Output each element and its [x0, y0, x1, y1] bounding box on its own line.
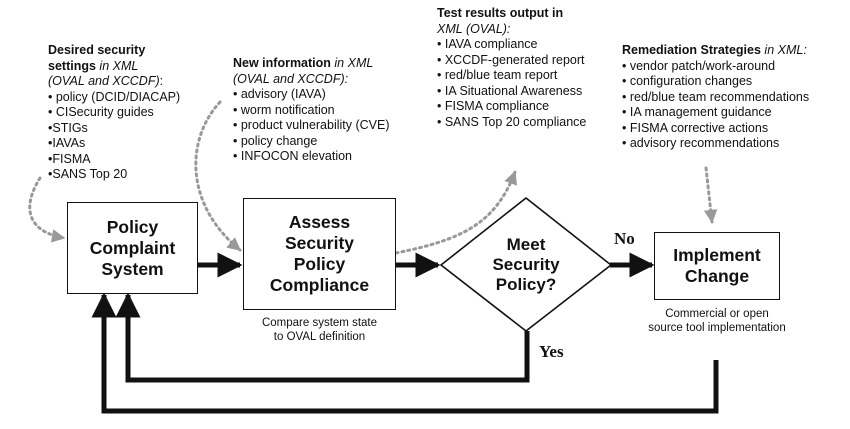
desired-items-list: • policy (DCID/DIACAP)• CISecurity guide…	[48, 90, 180, 183]
desired-settings-panel: Desired security settings in XML (OVAL a…	[48, 43, 180, 183]
testresults-title-line2: XML (OVAL):	[437, 21, 511, 36]
implement-caption-line1: Commercial or open	[665, 308, 769, 320]
meet-line2: Security	[492, 255, 560, 274]
implement-node-line1: Implement	[673, 245, 761, 265]
remediation-item: • IA management guidance	[622, 105, 772, 119]
newinfo-to-assess-arrow	[194, 100, 242, 252]
policy-node-line2: Complaint	[89, 237, 176, 258]
remediation-panel: Remediation Strategies in XML: • vendor …	[622, 43, 809, 152]
desired-title-line1: Desired security	[48, 43, 146, 57]
desired-title-line3: (OVAL and XCCDF):	[48, 74, 164, 88]
yes-edge-label: Yes	[539, 342, 564, 361]
testresults-item: • red/blue team report	[437, 68, 558, 82]
testresults-item: • XCCDF-generated report	[437, 52, 585, 67]
meet-security-policy-label: Meet Security Policy?	[470, 235, 582, 295]
newinfo-item: • policy change	[233, 133, 318, 148]
testresults-items-list: • IAVA compliance• XCCDF-generated repor…	[437, 37, 586, 130]
remediation-item: • FISMA corrective actions	[622, 120, 769, 135]
assess-caption-line1: Compare system state	[261, 317, 378, 329]
remediation-item: • red/blue team recommendations	[622, 89, 810, 104]
implement-node-line2: Change	[684, 266, 750, 286]
testresults-item: • IAVA compliance	[437, 37, 538, 51]
meet-line3: Policy?	[495, 275, 557, 294]
new-information-panel: New information in XML (OVAL and XCCDF):…	[233, 56, 390, 165]
newinfo-items-list: • advisory (IAVA)• worm notification• pr…	[233, 87, 390, 165]
implement-caption-line2: source tool implementation	[648, 322, 786, 334]
policy-complaint-system-node: Policy Complaint System	[67, 202, 198, 294]
implement-feedback-arrow	[91, 292, 719, 414]
assess-node-line2: Security	[284, 233, 355, 253]
assess-node-line3: Policy	[293, 254, 346, 274]
assess-node-line4: Compliance	[269, 275, 370, 295]
testresults-item: • SANS Top 20 compliance	[437, 114, 587, 129]
newinfo-title-line2: (OVAL and XCCDF):	[233, 71, 349, 86]
test-results-panel: Test results output in XML (OVAL): • IAV…	[437, 6, 586, 130]
testresults-item: • IA Situational Awareness	[437, 83, 583, 98]
assess-caption-line2: to OVAL definition	[273, 331, 366, 343]
meet-security-policy-diamond	[439, 196, 613, 333]
assess-node-line1: Assess	[288, 212, 351, 232]
desired-item: • CISecurity guides	[48, 105, 154, 119]
remediation-title: Remediation Strategies in XML:	[622, 43, 807, 57]
newinfo-item: • worm notification	[233, 102, 335, 117]
remediation-item: • advisory recommendations	[622, 136, 780, 150]
desired-item: • policy (DCID/DIACAP)	[48, 89, 181, 104]
desired-item: •IAVAs	[48, 136, 86, 150]
desired-title-line2: settings in XML	[48, 58, 139, 73]
remediation-to-implement-arrow	[703, 166, 718, 224]
assess-caption: Compare system state to OVAL definition	[243, 316, 396, 344]
meet-line1: Meet	[506, 235, 546, 254]
remediation-item: • configuration changes	[622, 74, 753, 88]
policy-node-line1: Policy	[106, 216, 159, 237]
implement-change-node: Implement Change	[654, 232, 780, 300]
newinfo-title-line1: New information in XML	[233, 56, 374, 70]
desired-item: •FISMA	[48, 151, 91, 166]
assess-security-policy-compliance-node: Assess Security Policy Compliance	[243, 198, 396, 310]
policy-node-line3: System	[101, 258, 164, 279]
yes-feedback-arrow	[115, 292, 530, 383]
testresults-title-line1: Test results output in	[437, 6, 564, 20]
remediation-item: • vendor patch/work-around	[622, 58, 776, 73]
desired-item: •STIGs	[48, 120, 88, 135]
remediation-items-list: • vendor patch/work-around• configuratio…	[622, 59, 809, 152]
testresults-item: • FISMA compliance	[437, 99, 550, 113]
newinfo-item: • product vulnerability (CVE)	[233, 118, 390, 132]
assess-to-testresults-arrow	[394, 170, 518, 255]
newinfo-item: • advisory (IAVA)	[233, 87, 326, 101]
newinfo-item: • INFOCON elevation	[233, 149, 352, 163]
no-edge-label: No	[614, 229, 635, 248]
implement-caption: Commercial or open source tool implement…	[630, 307, 804, 335]
desired-item: •SANS Top 20	[48, 167, 128, 181]
desired-to-policy-arrow	[28, 176, 66, 243]
